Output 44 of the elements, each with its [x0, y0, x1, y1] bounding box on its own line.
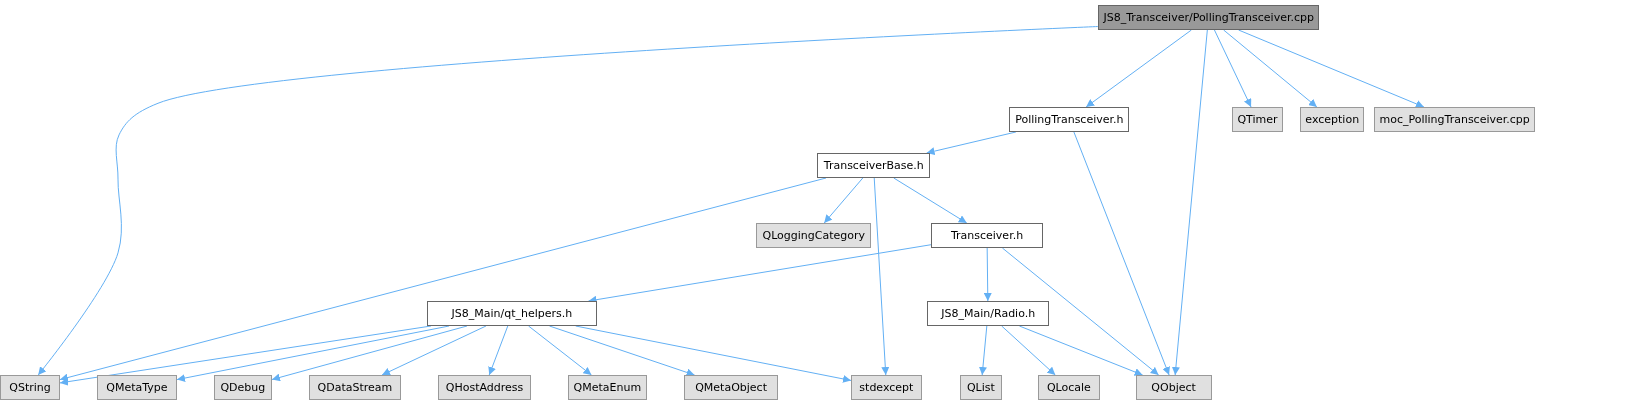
external-header-box: QLoggingCategory: [756, 223, 872, 249]
arrow: [1001, 325, 1056, 376]
arrow: [873, 177, 890, 376]
arrow: [549, 325, 695, 377]
arrow: [1213, 29, 1252, 108]
external-header-box: QObject: [1135, 375, 1212, 401]
external-header-box: QMetaObject: [683, 375, 779, 401]
arrow: [1073, 131, 1170, 376]
arrow: [926, 131, 1017, 156]
external-header-box: QMetaEnum: [567, 375, 647, 401]
external-header-box: QHostAddress: [438, 375, 531, 401]
arrow: [59, 177, 827, 382]
arrow: [1085, 29, 1192, 108]
arrow: [823, 177, 864, 224]
external-header-box: QLocale: [1037, 375, 1100, 401]
arrow: [37, 26, 1099, 376]
arrow: [1001, 247, 1160, 376]
arrow: [575, 325, 852, 383]
file-box: JS8_Main/qt_helpers.h: [426, 301, 598, 327]
external-header-box: QList: [959, 375, 1002, 401]
arrow: [978, 325, 988, 376]
external-header-box: QDebug: [213, 375, 272, 401]
arrow: [381, 325, 487, 376]
arrow: [528, 325, 592, 376]
external-header-box: QString: [0, 375, 61, 401]
external-header-box: moc_PollingTransceiver.cpp: [1374, 107, 1535, 133]
external-header-box: QDataStream: [308, 375, 402, 401]
arrow: [1223, 29, 1318, 108]
arrow: [893, 177, 968, 224]
external-header-box: QMetaType: [96, 375, 177, 401]
arrow: [488, 325, 509, 376]
arrow: [1018, 325, 1144, 376]
arrow: [1171, 29, 1208, 376]
file-box: Transceiver.h: [931, 223, 1043, 249]
file-box: JS8_Main/Radio.h: [927, 301, 1050, 327]
arrow: [271, 325, 468, 382]
file-box: TransceiverBase.h: [817, 152, 931, 178]
file-box: JS8_Transceiver/PollingTransceiver.cpp: [1098, 5, 1319, 31]
external-header-box: exception: [1300, 107, 1365, 133]
external-header-box: stdexcept: [851, 375, 922, 401]
arrow: [983, 247, 992, 302]
file-box: PollingTransceiver.h: [1009, 107, 1130, 133]
external-header-box: QTimer: [1232, 107, 1283, 133]
arrow: [1238, 29, 1425, 108]
